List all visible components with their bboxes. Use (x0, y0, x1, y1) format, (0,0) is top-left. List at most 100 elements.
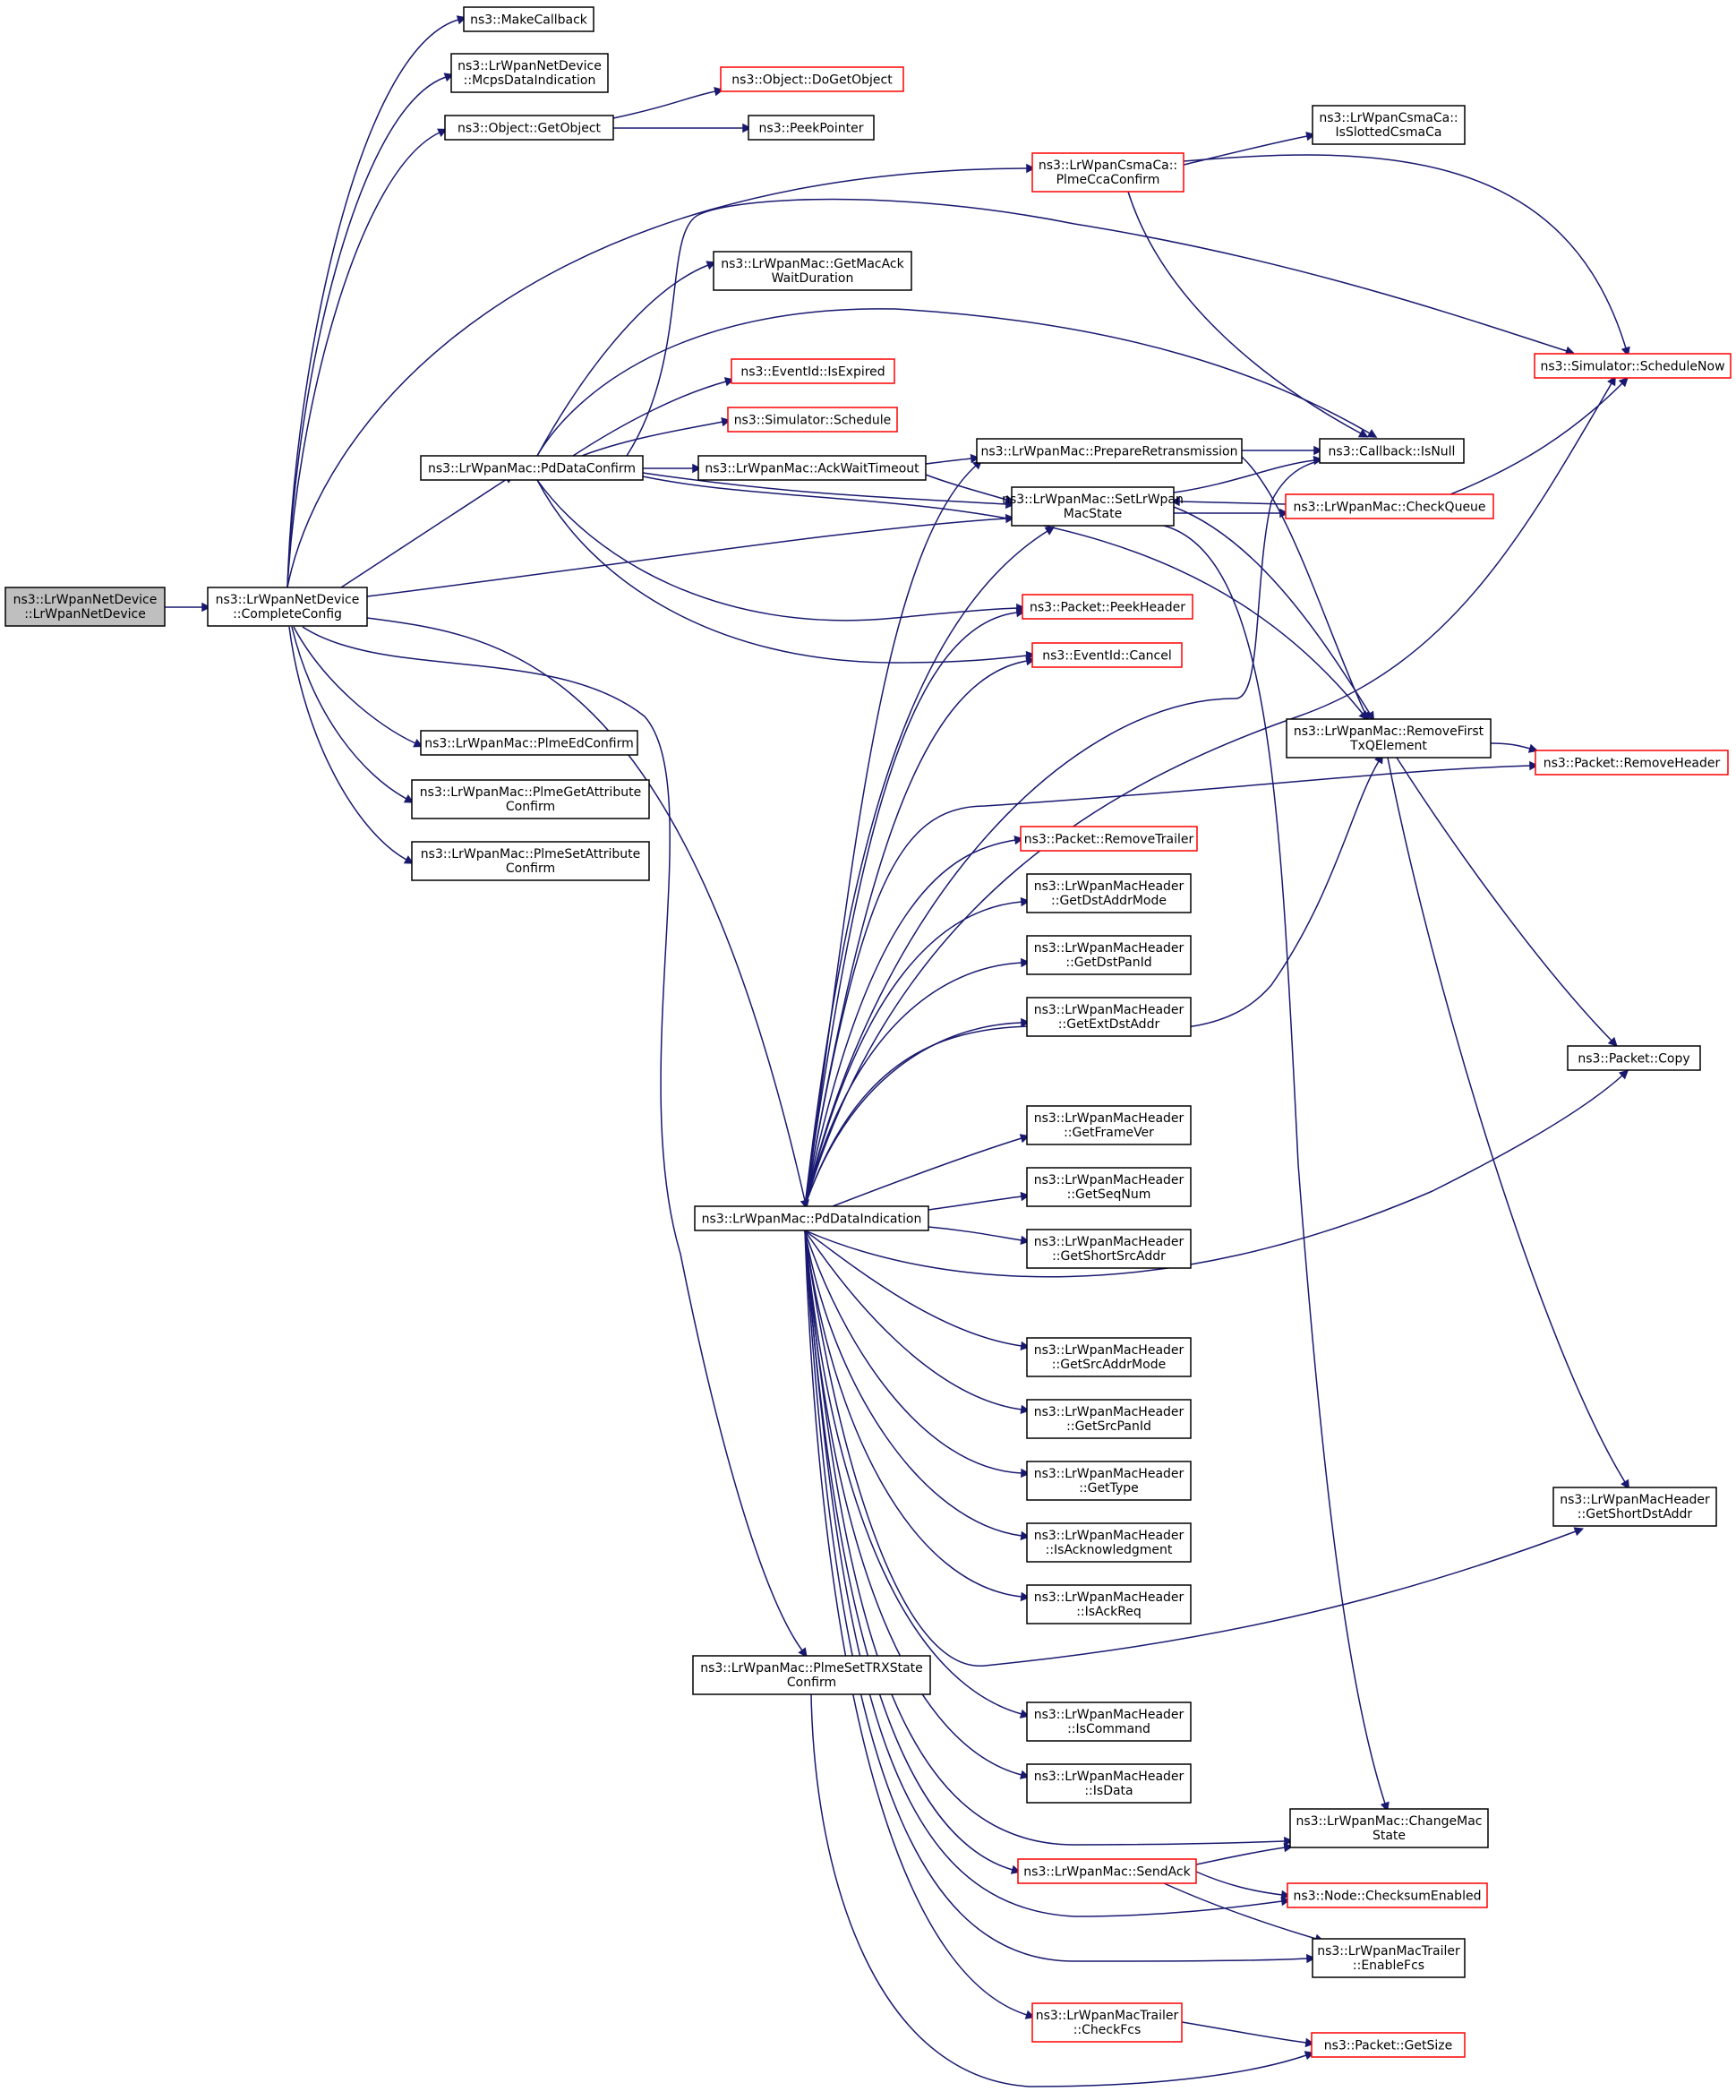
call-edges (165, 15, 1630, 2087)
edge-pddataindication-to-removetrailer (804, 835, 1024, 1207)
arrowhead (1021, 1017, 1030, 1028)
edge-pddataconfirm-to-ackwaittimeout (643, 463, 702, 474)
edge-pddataindication-to-changemacstate (804, 1230, 1294, 1847)
node-getshortdstaddr[interactable]: ns3::LrWpanMacHeader::GetShortDstAddr (1552, 1487, 1717, 1527)
arrowhead (403, 855, 415, 864)
node-label: ns3::Packet::RemoveTrailer (1024, 833, 1194, 847)
edge-checkqueue-to-setlrwpanmacstate (1170, 496, 1287, 507)
node-label: ns3::LrWpanMac::AckWaitTimeout (705, 462, 919, 476)
arrowhead (1170, 496, 1180, 507)
node-box (1026, 1337, 1192, 1377)
node-label: ns3::Object::DoGetObject (731, 73, 893, 88)
node-isackreq[interactable]: ns3::LrWpanMacHeader::IsAckReq (1026, 1584, 1192, 1624)
node-iscommand[interactable]: ns3::LrWpanMacHeader::IsCommand (1026, 1701, 1192, 1742)
node-label: ns3::LrWpanMac::RemoveFirst (1294, 724, 1484, 739)
node-ackwaittimeout[interactable]: ns3::LrWpanMac::AckWaitTimeout (697, 455, 927, 481)
node-label: ns3::LrWpanMacHeader (1034, 879, 1184, 894)
edge-pddataindication-to-getframever (832, 1134, 1030, 1207)
node-getextdstaddr[interactable]: ns3::LrWpanMacHeader::GetExtDstAddr (1026, 997, 1192, 1037)
node-getdstpanid[interactable]: ns3::LrWpanMacHeader::GetDstPanId (1026, 935, 1192, 975)
node-checksumenabled[interactable]: ns3::Node::ChecksumEnabled (1287, 1882, 1488, 1908)
arrowhead (1621, 1479, 1630, 1490)
edge-pddataindication-to-sendack (804, 1230, 1022, 1874)
node-schedulenow[interactable]: ns3::Simulator::ScheduleNow (1534, 353, 1732, 379)
node-label: WaitDuration (772, 271, 854, 286)
node-schedule[interactable]: ns3::Simulator::Schedule (727, 407, 898, 433)
node-getseqnum[interactable]: ns3::LrWpanMacHeader::GetSeqNum (1026, 1167, 1192, 1207)
node-isdata[interactable]: ns3::LrWpanMacHeader::IsData (1026, 1763, 1192, 1804)
node-label: ::GetSrcPanId (1066, 1419, 1151, 1434)
node-getshortsrcaddr[interactable]: ns3::LrWpanMacHeader::GetShortSrcAddr (1026, 1229, 1192, 1269)
node-dogetobject[interactable]: ns3::Object::DoGetObject (720, 66, 904, 92)
arrowhead (1305, 1953, 1316, 1964)
node-gettype[interactable]: ns3::LrWpanMacHeader::GetType (1026, 1461, 1192, 1501)
node-isacknowledgment[interactable]: ns3::LrWpanMacHeader::IsAcknowledgment (1026, 1522, 1192, 1563)
node-label: IsSlottedCsmaCa (1336, 125, 1442, 140)
node-isnull[interactable]: ns3::Callback::IsNull (1319, 438, 1465, 464)
node-makecallback[interactable]: ns3::MakeCallback (463, 6, 594, 32)
edge-completeconfig-to-plmeccaconfirm (286, 163, 1036, 588)
arrowhead (1020, 1235, 1030, 1246)
node-pddataconfirm[interactable]: ns3::LrWpanMac::PdDataConfirm (420, 455, 644, 481)
arrowhead (1020, 1341, 1030, 1351)
node-box (1286, 718, 1492, 759)
node-removetrailer[interactable]: ns3::Packet::RemoveTrailer (1020, 826, 1198, 852)
node-label: ns3::EventId::Cancel (1042, 649, 1172, 664)
arrowhead (1020, 1404, 1030, 1415)
node-getsize[interactable]: ns3::Packet::GetSize (1311, 2032, 1466, 2058)
node-completeconfig[interactable]: ns3::LrWpanNetDevice::CompleteConfig (207, 587, 368, 627)
edge-completeconfig-to-pddataindication (366, 617, 809, 1210)
arrowhead (1573, 1527, 1585, 1537)
node-packetcopy[interactable]: ns3::Packet::Copy (1567, 1045, 1701, 1071)
edge-pddataindication-to-enablefcs (804, 1230, 1316, 1964)
node-peekheader[interactable]: ns3::Packet::PeekHeader (1022, 594, 1193, 620)
node-pddataindication[interactable]: ns3::LrWpanMac::PdDataIndication (694, 1205, 929, 1231)
node-plmeedconfirm[interactable]: ns3::LrWpanMac::PlmeEdConfirm (420, 730, 638, 756)
node-removeheader[interactable]: ns3::Packet::RemoveHeader (1535, 750, 1729, 776)
node-label: ::GetDstAddrMode (1051, 894, 1167, 908)
node-label: ns3::LrWpanMacHeader (1034, 1111, 1184, 1126)
node-box (1026, 1229, 1192, 1269)
node-box (1534, 353, 1732, 379)
node-isexpired[interactable]: ns3::EventId::IsExpired (731, 358, 895, 384)
edge-pddataindication-to-checksumenabled (804, 1230, 1291, 1917)
arrowhead (1020, 896, 1030, 907)
node-isslotted[interactable]: ns3::LrWpanCsmaCa::IsSlottedCsmaCa (1312, 105, 1466, 145)
node-getsrcaddrmode[interactable]: ns3::LrWpanMacHeader::GetSrcAddrMode (1026, 1337, 1192, 1377)
arrowhead (742, 123, 752, 133)
node-cancel[interactable]: ns3::EventId::Cancel (1031, 642, 1183, 668)
node-getobject[interactable]: ns3::Object::GetObject (444, 115, 614, 141)
node-box (1026, 997, 1192, 1037)
arrowhead (1366, 429, 1378, 438)
node-root[interactable]: ns3::LrWpanNetDevice::LrWpanNetDevice (4, 587, 166, 627)
node-getdstaddrmode[interactable]: ns3::LrWpanMacHeader::GetDstAddrMode (1026, 873, 1192, 913)
edge-pddataindication-to-gettype (804, 1230, 1030, 1479)
node-peekpointer[interactable]: ns3::PeekPointer (748, 115, 875, 141)
edge-plmeccaconfirm-to-isnull (1127, 191, 1369, 438)
node-plmeccaconfirm[interactable]: ns3::LrWpanCsmaCa::PlmeCcaConfirm (1031, 152, 1184, 193)
edge-removefirst-to-packetcopy (1396, 757, 1618, 1047)
node-getsrcpanid[interactable]: ns3::LrWpanMacHeader::GetSrcPanId (1026, 1399, 1192, 1439)
node-mcpsdataind[interactable]: ns3::LrWpanNetDevice::McpsDataIndication (450, 53, 609, 93)
edge-pddataindication-to-schedulenow (804, 375, 1616, 1207)
node-box (1020, 826, 1198, 852)
node-label: ns3::Packet::GetSize (1324, 2039, 1452, 2053)
node-label: ns3::LrWpanNetDevice (216, 593, 360, 607)
node-label: ::IsCommand (1067, 1722, 1150, 1736)
node-label: ns3::LrWpanMac::PlmeEdConfirm (424, 737, 634, 751)
node-getframever[interactable]: ns3::LrWpanMacHeader::GetFrameVer (1026, 1105, 1192, 1145)
node-prepareretrans[interactable]: ns3::LrWpanMac::PrepareRetransmission (976, 438, 1243, 464)
node-sendack[interactable]: ns3::LrWpanMac::SendAck (1017, 1858, 1197, 1884)
node-checkqueue[interactable]: ns3::LrWpanMac::CheckQueue (1285, 493, 1494, 519)
edge-pddataindication-to-getsrcaddrmode (804, 1230, 1030, 1351)
node-checkfcs[interactable]: ns3::LrWpanMacTrailer::CheckFcs (1031, 2002, 1183, 2043)
node-enablefcs[interactable]: ns3::LrWpanMacTrailer::EnableFcs (1312, 1938, 1466, 1978)
edge-plmeccaconfirm-to-schedulenow (1183, 154, 1630, 357)
